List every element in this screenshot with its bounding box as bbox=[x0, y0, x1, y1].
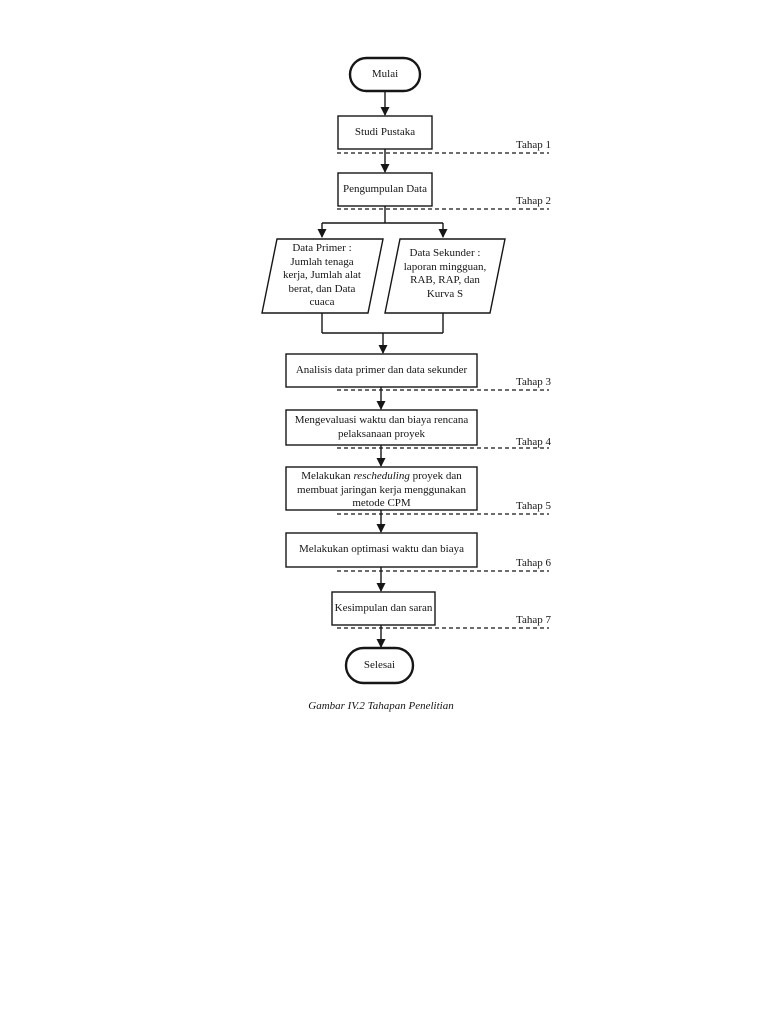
stage-label-5: Tahap 5 bbox=[516, 500, 551, 512]
process-kesimpulan-shape bbox=[331, 591, 436, 626]
process-evaluasi-shape bbox=[285, 409, 478, 446]
terminator-end-shape bbox=[344, 646, 415, 685]
rescheduling-label-suffix: proyek dan membuat jaringan kerja menggu… bbox=[297, 470, 466, 509]
stage-label-4: Tahap 4 bbox=[516, 436, 551, 448]
data-primer-parallelogram-shape bbox=[261, 238, 384, 314]
process-analisis-shape bbox=[285, 353, 478, 388]
process-analisis-label: Analisis data primer dan data sekunder bbox=[295, 363, 468, 376]
data-sekunder-label: Data Sekunder : laporan mingguan, RAB, R… bbox=[403, 247, 487, 300]
flow-node-shapes bbox=[261, 56, 506, 685]
data-sekunder-parallelogram-shape bbox=[384, 238, 506, 314]
process-rescheduling-label: Melakukan rescheduling proyek dan membua… bbox=[290, 467, 473, 510]
figure-caption: Gambar IV.2 Tahapan Penelitian bbox=[308, 700, 454, 712]
terminator-end-label: Selesai bbox=[363, 658, 396, 671]
rescheduling-label-prefix: Melakukan bbox=[301, 470, 354, 482]
process-pengumpulan-data-label: Pengumpulan Data bbox=[342, 182, 427, 195]
stage-label-7: Tahap 7 bbox=[516, 614, 551, 626]
terminator-start-shape bbox=[348, 56, 422, 93]
rescheduling-label-italic: rescheduling bbox=[353, 470, 410, 482]
flow-connectors bbox=[317, 91, 448, 648]
stage-divider-lines bbox=[337, 152, 549, 629]
stage-label-3: Tahap 3 bbox=[516, 376, 551, 388]
stage-label-6: Tahap 6 bbox=[516, 557, 551, 569]
process-kesimpulan-label: Kesimpulan dan saran bbox=[334, 601, 433, 614]
data-primer-label: Data Primer : Jumlah tenaga kerja, Jumla… bbox=[283, 242, 361, 309]
process-pengumpulan-data-shape bbox=[337, 172, 433, 207]
process-optimasi-label: Melakukan optimasi waktu dan biaya bbox=[299, 543, 464, 556]
terminator-start-label: Mulai bbox=[371, 67, 399, 80]
process-studi-pustaka-label: Studi Pustaka bbox=[354, 125, 416, 138]
process-rescheduling-shape bbox=[285, 466, 478, 511]
stage-label-1: Tahap 1 bbox=[516, 139, 551, 151]
process-optimasi-shape bbox=[285, 532, 478, 568]
process-evaluasi-label: Mengevaluasi waktu dan biaya rencana pel… bbox=[294, 414, 469, 440]
stage-label-2: Tahap 2 bbox=[516, 195, 551, 207]
process-studi-pustaka-shape bbox=[337, 115, 433, 150]
